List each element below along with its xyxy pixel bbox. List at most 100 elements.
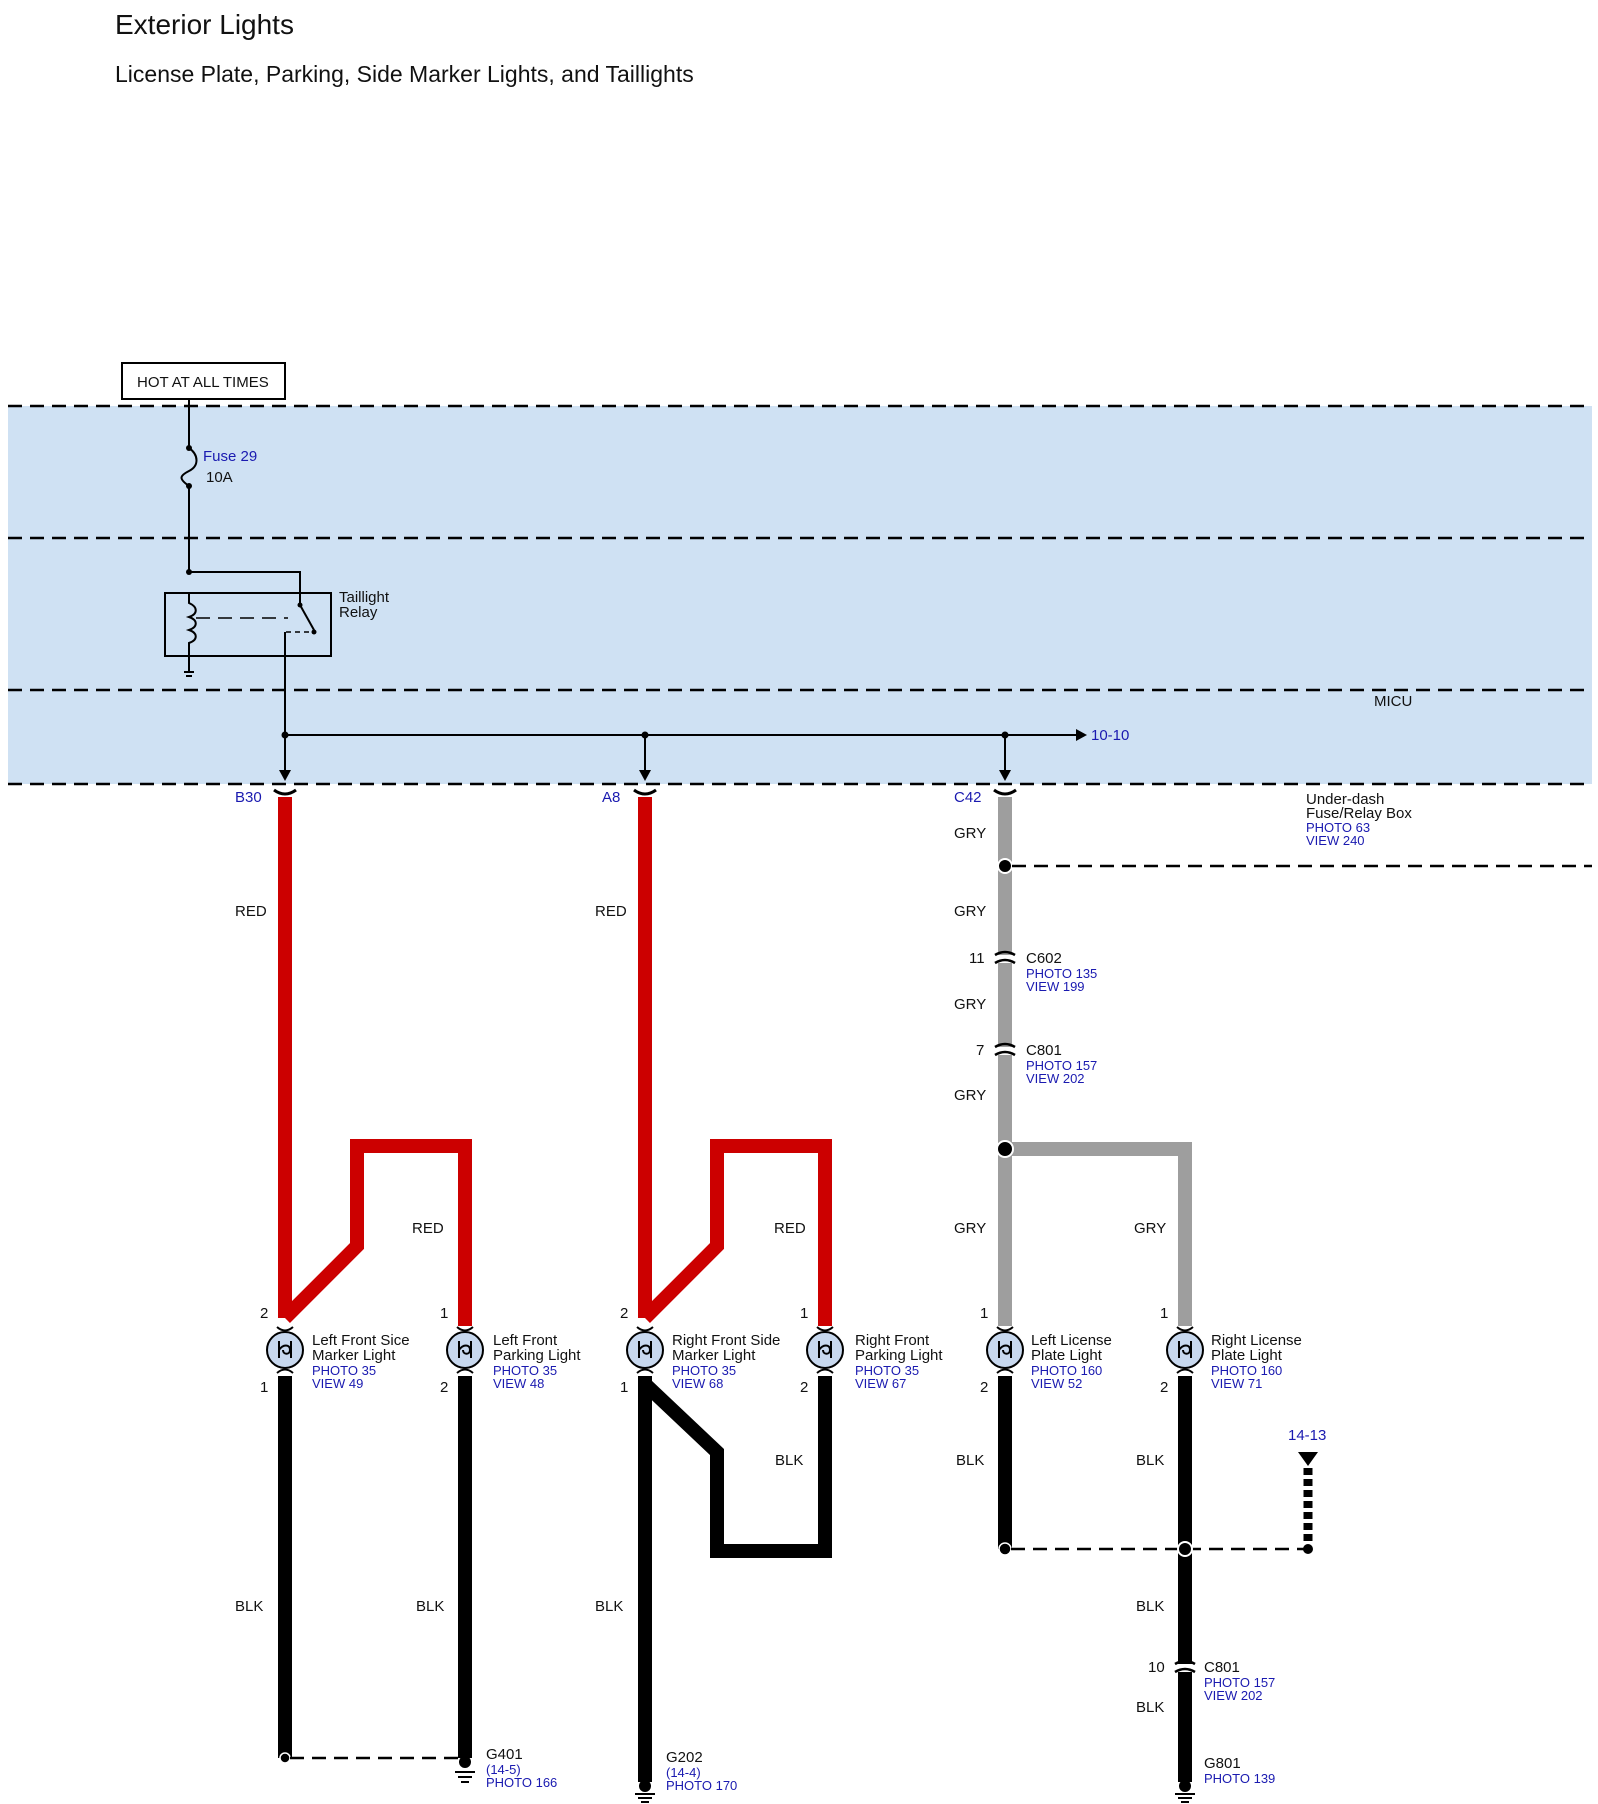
light-2-name-line1: Left Front — [493, 1332, 558, 1349]
ground-g401-photo[interactable]: PHOTO 166 — [486, 1775, 557, 1790]
wire-label-gry-1: GRY — [954, 825, 986, 842]
ground-ref-arrow-icon — [1298, 1452, 1318, 1466]
wire-label-gry-6: GRY — [1134, 1220, 1166, 1237]
light-5-photo[interactable]: PHOTO 160 — [1031, 1363, 1102, 1378]
connector-c602-view[interactable]: VIEW 199 — [1026, 979, 1085, 994]
connector-c801-bottom-view[interactable]: VIEW 202 — [1204, 1688, 1263, 1703]
ground-g202-photo[interactable]: PHOTO 170 — [666, 1778, 737, 1793]
micu-label: MICU — [1374, 693, 1412, 710]
light-2-pin-bottom: 2 — [440, 1379, 448, 1396]
bulb-left-side-marker — [266, 1326, 304, 1374]
light-3-pin-top: 2 — [620, 1305, 628, 1322]
fuse-box-photo[interactable]: PHOTO 63 — [1306, 820, 1370, 835]
gry-wire-right-license — [1005, 1142, 1192, 1326]
light-3-photo[interactable]: PHOTO 35 — [672, 1363, 736, 1378]
ground-g801-icon — [1175, 1780, 1195, 1803]
light-2-name-line2: Parking Light — [493, 1347, 581, 1364]
light-5-view[interactable]: VIEW 52 — [1031, 1376, 1082, 1391]
ground-ref-link[interactable]: 14-13 — [1288, 1427, 1326, 1444]
light-2-photo[interactable]: PHOTO 35 — [493, 1363, 557, 1378]
relay-ground-icon — [184, 671, 194, 677]
connector-c801-top-symbol — [994, 1042, 1016, 1057]
wire-label-gry-5: GRY — [954, 1220, 986, 1237]
wire-label-blk-7: BLK — [1136, 1598, 1164, 1615]
terminal-b30-symbol — [273, 788, 297, 796]
wire-label-blk-1: BLK — [235, 1598, 263, 1615]
light-1-pin-bottom: 1 — [260, 1379, 268, 1396]
bulb-left-parking — [446, 1326, 484, 1374]
relay-switch-arm — [299, 604, 315, 631]
terminal-c42-symbol — [993, 788, 1017, 796]
ground-g202-name: G202 — [666, 1749, 703, 1766]
shield-dot-left-license — [998, 1542, 1012, 1556]
wire-label-red-a8: RED — [595, 903, 627, 920]
light-3-pin-bottom: 1 — [620, 1379, 628, 1396]
light-2-view[interactable]: VIEW 48 — [493, 1376, 544, 1391]
light-3-name-line1: Right Front Side — [672, 1332, 780, 1349]
wire-label-red-b30: RED — [235, 903, 267, 920]
power-source-label: HOT AT ALL TIMES — [137, 374, 269, 391]
connector-c801-bottom-name: C801 — [1204, 1659, 1240, 1676]
connector-c602-photo[interactable]: PHOTO 135 — [1026, 966, 1097, 981]
ground-g801-name: G801 — [1204, 1755, 1241, 1772]
light-6-name-line1: Right License — [1211, 1332, 1302, 1349]
light-3-name-line2: Marker Light — [672, 1347, 756, 1364]
terminal-c42-label: C42 — [954, 789, 982, 806]
bus-arrow-icon — [1076, 729, 1087, 741]
fuse-box-line2: Fuse/Relay Box — [1306, 805, 1412, 822]
fuse-symbol — [180, 447, 198, 487]
connector-c801-top-pin: 7 — [976, 1042, 984, 1059]
blk-wire-right-parking — [640, 1376, 832, 1558]
bulb-right-parking — [806, 1326, 844, 1374]
bulb-right-side-marker — [626, 1326, 664, 1374]
wire-label-gry-3: GRY — [954, 996, 986, 1013]
light-6-view[interactable]: VIEW 71 — [1211, 1376, 1262, 1391]
terminal-b30-label: B30 — [235, 789, 262, 806]
fuse-box-line1: Under-dash — [1306, 791, 1384, 808]
connector-c801-bottom-pin: 10 — [1148, 1659, 1165, 1676]
fuse-name: Fuse 29 — [203, 448, 257, 465]
wire-label-blk-5: BLK — [956, 1452, 984, 1469]
light-5-pin-bottom: 2 — [980, 1379, 988, 1396]
red-wire-right-parking — [640, 1139, 832, 1326]
wire-label-blk-3: BLK — [595, 1598, 623, 1615]
relay-label-line2: Relay — [339, 604, 378, 621]
fuse-box-view[interactable]: VIEW 240 — [1306, 833, 1365, 848]
light-6-photo[interactable]: PHOTO 160 — [1211, 1363, 1282, 1378]
light-6-pin-bottom: 2 — [1160, 1379, 1168, 1396]
ground-g401-name: G401 — [486, 1746, 523, 1763]
bulb-right-license — [1166, 1326, 1204, 1374]
red-wire-left-parking — [280, 1139, 472, 1326]
diagram-subtitle: License Plate, Parking, Side Marker Ligh… — [115, 61, 694, 87]
ground-g401-icon — [455, 1756, 475, 1783]
light-4-pin-bottom: 2 — [800, 1379, 808, 1396]
light-3-view[interactable]: VIEW 68 — [672, 1376, 723, 1391]
bus-ref-link[interactable]: 10-10 — [1091, 727, 1129, 744]
wire-label-blk-8: BLK — [1136, 1699, 1164, 1716]
light-5-name-line1: Left License — [1031, 1332, 1112, 1349]
wire-label-blk-6: BLK — [1136, 1452, 1164, 1469]
light-1-photo[interactable]: PHOTO 35 — [312, 1363, 376, 1378]
light-5-name-line2: Plate Light — [1031, 1347, 1103, 1364]
ground-g401-ref[interactable]: (14-5) — [486, 1762, 521, 1777]
diagram-title: Exterior Lights — [115, 9, 294, 40]
power-source-box — [121, 362, 286, 400]
connector-c801-top-photo[interactable]: PHOTO 157 — [1026, 1058, 1097, 1073]
connector-c801-bottom-photo[interactable]: PHOTO 157 — [1204, 1675, 1275, 1690]
shield-dot-ground-ref — [1303, 1544, 1313, 1554]
relay-label-line1: Taillight — [339, 589, 390, 606]
connector-c602-symbol — [994, 950, 1016, 965]
connector-c801-top-view[interactable]: VIEW 202 — [1026, 1071, 1085, 1086]
light-1-view[interactable]: VIEW 49 — [312, 1376, 363, 1391]
light-4-photo[interactable]: PHOTO 35 — [855, 1363, 919, 1378]
light-1-pin-top: 2 — [260, 1305, 268, 1322]
shield-dot-right-license — [1177, 1541, 1193, 1557]
ground-g801-photo[interactable]: PHOTO 139 — [1204, 1771, 1275, 1786]
ground-g202-ref[interactable]: (14-4) — [666, 1765, 701, 1780]
shield-dot-left-1 — [279, 1752, 291, 1764]
light-5-pin-top: 1 — [980, 1305, 988, 1322]
light-4-view[interactable]: VIEW 67 — [855, 1376, 906, 1391]
wire-label-blk-4: BLK — [775, 1452, 803, 1469]
wire-label-red-left-parking: RED — [412, 1220, 444, 1237]
